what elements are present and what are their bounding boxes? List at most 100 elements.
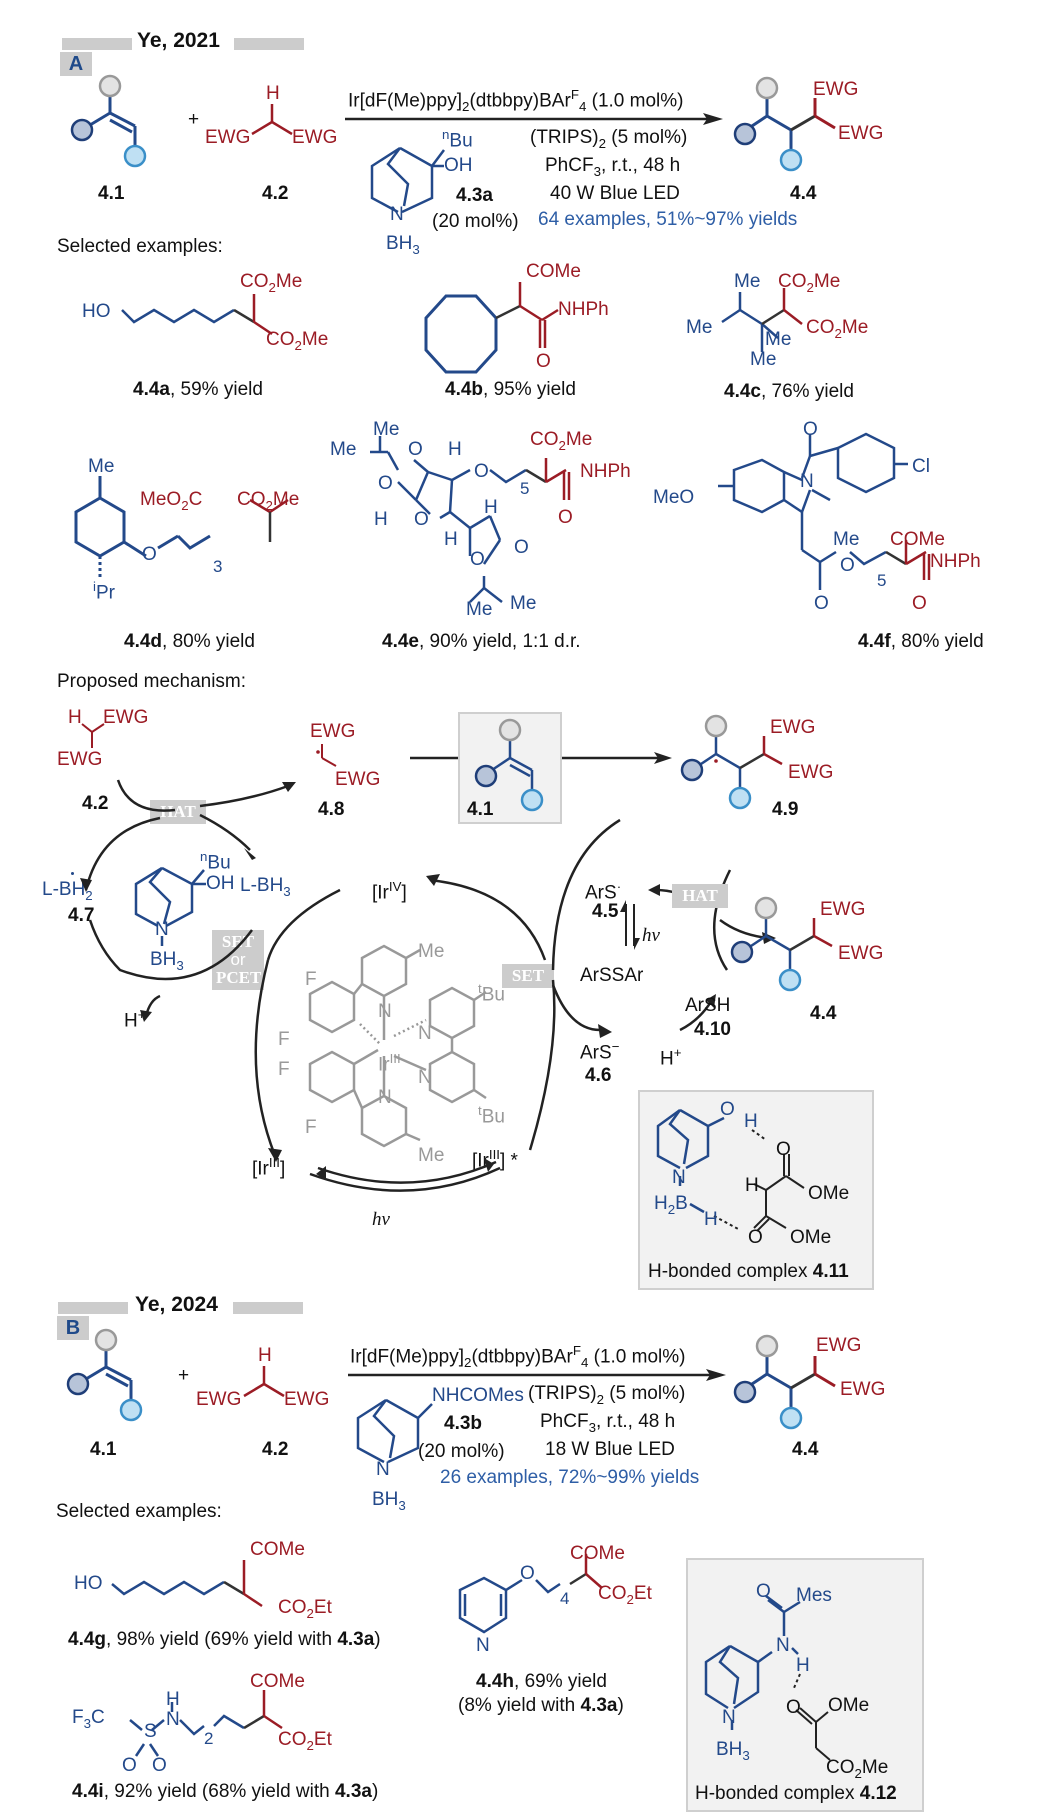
- mech-alkene-4-1-structure: [474, 718, 544, 812]
- reaction-arrow: [345, 113, 723, 125]
- mech-4-2-bonds: [81, 723, 105, 748]
- selected-examples-label-b: Selected examples:: [56, 1501, 222, 1522]
- label-4-2-b: 4.2: [262, 1439, 289, 1460]
- section-a-header: Ye, 2021: [137, 29, 220, 52]
- mech-product-4-4-structure: [730, 896, 833, 992]
- mech-4-9-ewg1: EWG: [770, 717, 816, 738]
- ir-complex-f3: F: [278, 1059, 290, 1080]
- ars-radical: ArS·: [585, 879, 622, 904]
- reagent-ewg-right: EWG: [292, 127, 338, 148]
- example-4-4h-caption-line1: 4.4h, 69% yield: [476, 1671, 607, 1692]
- light-source-text-b: 18 W Blue LED: [545, 1439, 675, 1460]
- mech-ligand-oh: OH: [206, 873, 235, 894]
- example-4-4h-structure: [458, 1554, 603, 1634]
- ligand-4-3a-structure: [370, 146, 445, 214]
- ir-complex-f1: F: [305, 969, 317, 990]
- mech-label-4-1: 4.1: [467, 799, 494, 820]
- label-4-3b: 4.3b: [444, 1413, 483, 1434]
- example-4-4g-caption: 4.4g, 98% yield (69% yield with 4.3a): [68, 1629, 381, 1650]
- mech-ligand-nbu: nBu: [200, 849, 231, 874]
- ars-anion: ArS−: [580, 1039, 620, 1064]
- mech-label-4-8: 4.8: [318, 799, 345, 820]
- complex-4-12-o-amide: O: [756, 1581, 771, 1602]
- reagent-h: H: [266, 83, 280, 104]
- mech-label-4-7: 4.7: [68, 905, 95, 926]
- mech-4-8-ewg2: EWG: [335, 769, 381, 790]
- example-4-4g-co2et: CO2Et: [278, 1597, 332, 1621]
- complex-4-12-ome: OMe: [828, 1695, 870, 1716]
- ligand-loading: (20 mol%): [432, 211, 519, 232]
- hv-label-bottom: hv: [372, 1209, 390, 1230]
- complex-4-11-o-carbonyl2: O: [748, 1227, 763, 1248]
- arsh-label: ArSH: [685, 995, 731, 1016]
- hat-tag-left: HAT: [150, 800, 206, 824]
- ligand-oh: OH: [444, 155, 473, 176]
- radical-dot: [71, 872, 74, 875]
- substituent-circle-dark: [70, 118, 94, 142]
- example-4-4f-o-amide: O: [912, 593, 927, 614]
- ir-iii-label: [IrIII]: [252, 1155, 286, 1180]
- example-4-4e-h1: H: [448, 439, 462, 460]
- example-4-4i-come: COMe: [250, 1671, 305, 1692]
- complex-4-12-mes: Mes: [796, 1585, 832, 1606]
- complex-4-11-ome1: OMe: [808, 1183, 850, 1204]
- mech-4-2-ewg1: EWG: [103, 707, 149, 728]
- h-bonded-complex-4-11-box: [638, 1090, 874, 1290]
- complex-4-12-co2me: CO2Me: [826, 1757, 889, 1781]
- plus-sign: +: [188, 109, 200, 130]
- section-b-badge: B: [57, 1316, 89, 1340]
- example-4-4f-come: COMe: [890, 529, 945, 550]
- label-4-4: 4.4: [790, 183, 817, 204]
- example-4-4e-h2: H: [374, 509, 388, 530]
- ir-complex-n3: N: [418, 1023, 432, 1044]
- complex-4-11-h-alpha: H: [745, 1175, 759, 1196]
- example-4-4i-n2: 2: [204, 1729, 214, 1748]
- example-4-4c-co2me-top: CO2Me: [778, 271, 841, 295]
- mech-h-plus-right: H+: [660, 1045, 682, 1070]
- mech-ligand-bh3: BH3: [150, 949, 184, 973]
- ir-complex-tbu1: tBu: [478, 981, 505, 1006]
- light-source-text: 40 W Blue LED: [550, 183, 680, 204]
- reagent-ewg-left: EWG: [205, 127, 251, 148]
- section-a-badge: A: [60, 52, 92, 76]
- example-4-4a-co2me-bottom: CO2Me: [266, 329, 329, 353]
- example-4-4e-n5: 5: [520, 479, 530, 498]
- example-4-4h-o: O: [520, 1563, 535, 1584]
- label-4-2: 4.2: [262, 183, 289, 204]
- mech-l-bh2-radical: L-BH2: [42, 879, 93, 903]
- substituent-circle-gray: [98, 74, 122, 98]
- product-ewg-top: EWG: [813, 79, 859, 100]
- ir-complex-center: IrIII: [378, 1051, 401, 1076]
- product-4-4-structure: [733, 76, 836, 172]
- mech-label-4-6: 4.6: [585, 1065, 612, 1086]
- reagent-h-b: H: [258, 1345, 272, 1366]
- cocatalyst-text: (TRIPS)2 (5 mol%): [530, 127, 688, 151]
- reagent-ewg-right-b: EWG: [284, 1389, 330, 1410]
- example-4-4i-f3c: F3C: [72, 1707, 105, 1731]
- example-4-4f-caption: 4.4f, 80% yield: [858, 631, 984, 652]
- example-4-4b-come: COMe: [526, 261, 581, 282]
- plus-sign-b: +: [178, 1365, 190, 1386]
- example-4-4e-o2: O: [378, 473, 393, 494]
- example-4-4e-o1: O: [408, 439, 423, 460]
- example-4-4g-come: COMe: [250, 1539, 305, 1560]
- hv-label-right: hv: [642, 925, 660, 946]
- complex-4-11-caption: H-bonded complex 4.11: [648, 1261, 849, 1282]
- example-4-4c-me4: Me: [750, 349, 777, 370]
- product-ewg-bottom: EWG: [838, 123, 884, 144]
- label-4-4-b: 4.4: [792, 1439, 819, 1460]
- ir-complex-tbu2: tBu: [478, 1103, 505, 1128]
- ligand-n-b: N: [376, 1459, 390, 1480]
- scope-text-b: 26 examples, 72%~99% yields: [440, 1467, 700, 1488]
- complex-4-11-n: N: [672, 1167, 686, 1188]
- ir-complex-n4: N: [418, 1067, 432, 1088]
- example-4-4e-structure: [370, 436, 571, 603]
- complex-4-11-o: O: [720, 1099, 735, 1120]
- cocatalyst-text-b: (TRIPS)2 (5 mol%): [528, 1383, 686, 1407]
- header-bar-right-b: [233, 1302, 303, 1314]
- example-4-4f-o-ketone: O: [803, 419, 818, 440]
- example-4-4h-come: COMe: [570, 1543, 625, 1564]
- ir-complex-me2: Me: [418, 1145, 445, 1166]
- complex-4-11-h2b: H2B: [654, 1193, 688, 1217]
- substituent-circle-light: [123, 144, 147, 168]
